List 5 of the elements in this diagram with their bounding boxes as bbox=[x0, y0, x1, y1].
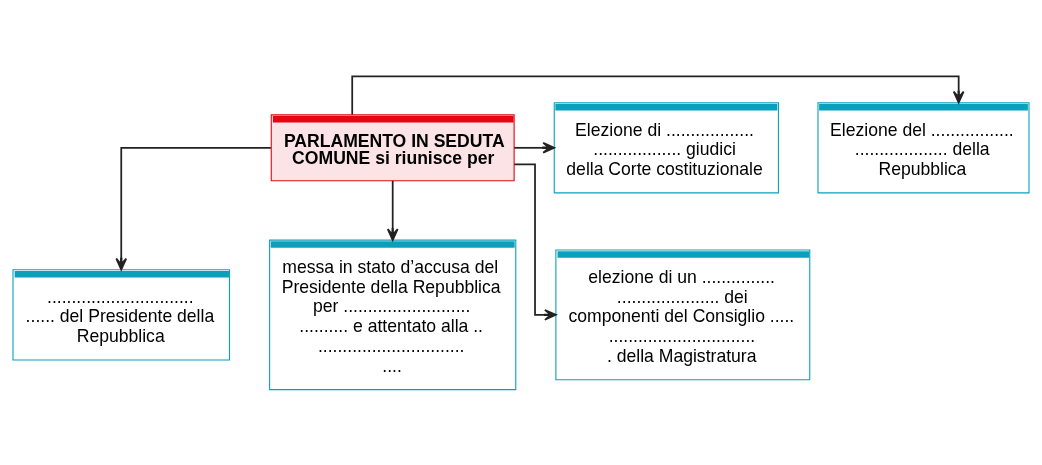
arrow bbox=[513, 162, 557, 321]
arrow bbox=[351, 75, 965, 115]
arrow bbox=[115, 146, 272, 271]
arrow bbox=[513, 141, 556, 154]
arrow bbox=[386, 179, 399, 241]
